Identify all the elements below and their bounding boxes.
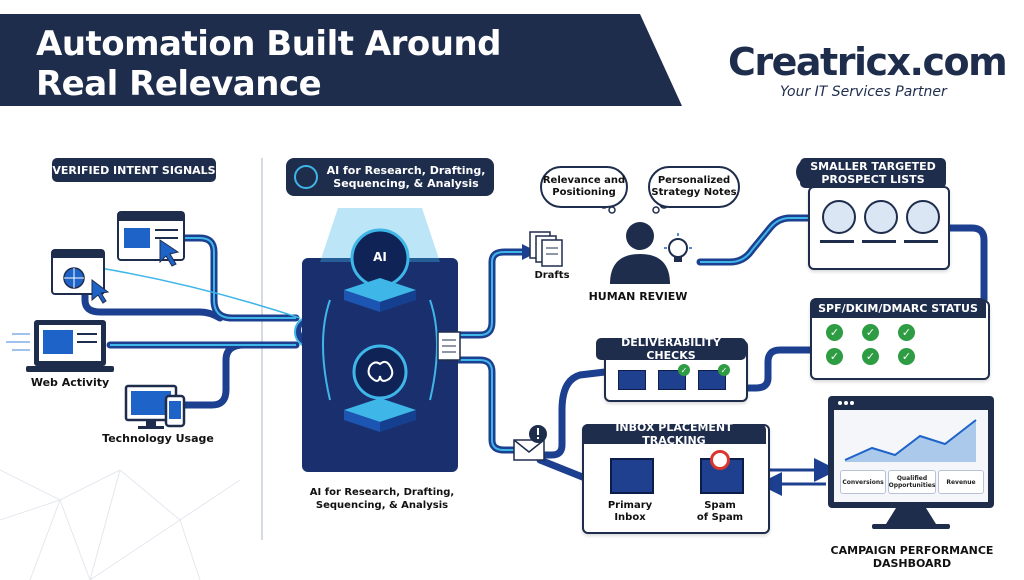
ai-caption: AI for Research, Drafting, Sequencing, &… <box>300 486 464 512</box>
page-title: Automation Built Around Real Relevance <box>36 24 502 104</box>
spf-check-6: ✓ <box>898 348 915 365</box>
spam-line-2: of Spam <box>696 512 744 523</box>
kpi-conversions: Conversions <box>840 470 886 494</box>
technology-usage-label: Technology Usage <box>102 432 214 445</box>
prospect-lists-heading: SMALLER TARGETED PROSPECT LISTS <box>800 158 946 188</box>
title-banner <box>0 14 682 106</box>
spam-label: Spam of Spam <box>690 500 750 524</box>
laptop-icon <box>26 320 114 372</box>
spf-check-2: ✓ <box>862 324 879 341</box>
blocked-icon <box>710 450 730 470</box>
brand-tagline: Your IT Services Partner <box>780 84 947 100</box>
title-line-2: Real Relevance <box>36 64 322 104</box>
primary-inbox-label: Primary Inbox <box>600 500 660 524</box>
brand-logo: Creatricx.com <box>728 40 1008 84</box>
spf-check-3: ✓ <box>898 324 915 341</box>
kpi-qualified-opportunities: Qualified Opportunities <box>888 470 936 494</box>
verified-intent-signals-heading: VERIFIED INTENT SIGNALS <box>52 158 216 182</box>
spf-check-1: ✓ <box>826 324 843 341</box>
prospect-line-3 <box>904 240 938 243</box>
kpi-revenue: Revenue <box>938 470 984 494</box>
ai-caption-line-2: Sequencing, & Analysis <box>315 500 449 511</box>
primary-inbox-line-1: Primary <box>607 500 653 511</box>
drafts-documents-icon <box>529 231 563 267</box>
title-line-1: Automation Built Around <box>36 24 502 64</box>
primary-inbox-icon <box>610 458 654 494</box>
human-reviewer-icon <box>599 199 692 284</box>
ai-caption-line-1: AI for Research, Drafting, <box>309 487 455 498</box>
dashboard-label-line-2: DASHBOARD <box>872 557 952 570</box>
alert-envelope-icon <box>513 425 547 461</box>
ai-heading-text: AI for Research, Drafting, Sequencing, &… <box>326 164 486 190</box>
deliverability-heading: DELIVERABILITY CHECKS <box>596 336 746 362</box>
ai-chip-label: AI <box>373 250 387 264</box>
prospect-avatar-1 <box>822 200 856 234</box>
spf-check-4: ✓ <box>826 348 843 365</box>
deliverability-check-1: ✓ <box>678 364 690 376</box>
dashboard-label: CAMPAIGN PERFORMANCE DASHBOARD <box>814 544 1010 570</box>
prospect-lists-card <box>808 186 950 270</box>
prospect-line-2 <box>862 240 896 243</box>
relevance-positioning-cloud: Relevance and Positioning <box>540 166 628 208</box>
dashboard-label-line-1: CAMPAIGN PERFORMANCE <box>830 544 994 557</box>
ai-heading-brain-icon <box>294 165 318 189</box>
ai-output-highlights <box>458 244 538 451</box>
browser-window-icon <box>117 211 185 267</box>
spam-line-1: Spam <box>704 500 736 511</box>
envelope-icon-2 <box>658 370 686 390</box>
monitor-phone-icon <box>124 384 186 429</box>
prospect-line-1 <box>820 240 854 243</box>
human-review-label: HUMAN REVIEW <box>588 290 688 303</box>
prospect-avatar-2 <box>864 200 898 234</box>
prospect-avatar-3 <box>906 200 940 234</box>
primary-inbox-line-2: Inbox <box>614 512 646 523</box>
web-activity-label: Web Activity <box>30 376 110 389</box>
envelope-icon-1 <box>618 370 646 390</box>
ai-heading: AI for Research, Drafting, Sequencing, &… <box>286 158 494 196</box>
envelope-icon-3 <box>698 370 726 390</box>
document-icon <box>437 331 461 361</box>
network-pattern <box>0 469 241 580</box>
source-flow-highlights <box>99 237 301 346</box>
drafts-label: Drafts <box>534 270 570 281</box>
spf-status-heading: SPF/DKIM/DMARC STATUS <box>810 298 986 318</box>
dashboard-monitor <box>828 396 994 529</box>
speed-lines <box>6 333 30 351</box>
ai-engine-panel <box>302 208 458 472</box>
inbox-placement-heading: INBOX PLACEMENT TRACKING <box>582 421 766 447</box>
review-flow-highlights <box>700 217 808 263</box>
strategy-notes-cloud: Personalized Strategy Notes <box>648 166 740 208</box>
deliverability-check-2: ✓ <box>718 364 730 376</box>
spf-check-5: ✓ <box>862 348 879 365</box>
globe-browser-icon <box>51 249 110 304</box>
